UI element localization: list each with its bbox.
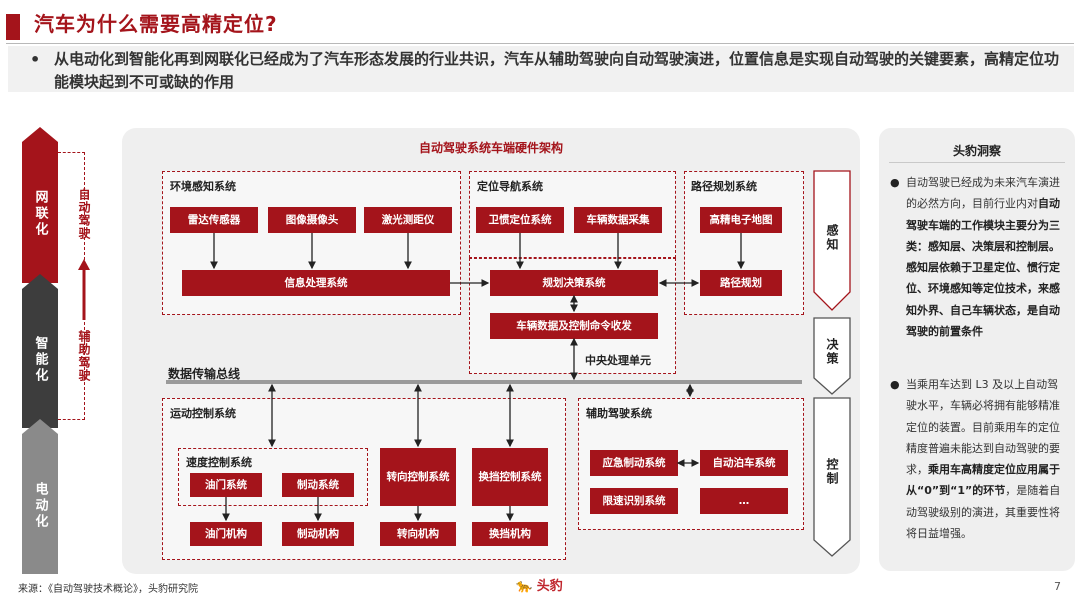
stage-dashed-bracket <box>58 152 85 420</box>
box-speed-limit: 限速识别系统 <box>590 488 678 514</box>
chevron-control <box>813 397 851 557</box>
box-throttle-mech: 油门机构 <box>190 522 262 546</box>
title-divider <box>6 43 1074 44</box>
insight-paragraph-1: ● 自动驾驶已经成为未来汽车演进的必然方向，目前行业内对自动驾驶车端的工作模块主… <box>890 172 1066 342</box>
box-vehicle-data: 车辆数据采集 <box>574 207 662 233</box>
layer-control: 控制 <box>825 458 839 486</box>
leopard-icon: 🐆 <box>516 579 533 594</box>
stage-arrow-electric <box>22 419 58 574</box>
box-throttle: 油门系统 <box>190 473 262 497</box>
box-path-planning: 路径规划 <box>700 270 782 296</box>
brand-logo: 🐆 头豹 <box>516 575 563 594</box>
brand-logo-text: 头豹 <box>536 579 563 594</box>
chevron-perception <box>813 170 851 311</box>
group-path-label: 路径规划系统 <box>691 180 757 193</box>
stage-networked: 网联化 <box>32 190 48 238</box>
stage-arrow-networked <box>22 127 58 283</box>
layer-decision: 决策 <box>825 338 839 366</box>
label-autonomous: 自动驾驶 <box>77 188 91 240</box>
box-brake: 制动系统 <box>282 473 354 497</box>
summary-text: 从电动化到智能化再到网联化已经成为了汽车形态发展的行业共识，汽车从辅助驾驶向自动… <box>54 50 1060 91</box>
box-camera: 图像摄像头 <box>268 207 356 233</box>
box-steer-mech: 转向机构 <box>380 522 456 546</box>
source-note: 来源：《自动驾驶技术概论》，头豹研究院 <box>18 584 198 595</box>
group-environment-label: 环境感知系统 <box>170 180 236 193</box>
box-auto-parking: 自动泊车系统 <box>700 450 788 476</box>
box-more: … <box>700 488 788 514</box>
insight-p1-text: 自动驾驶已经成为未来汽车演进的必然方向，目前行业内对 <box>906 176 1060 211</box>
box-brake-mech: 制动机构 <box>282 522 354 546</box>
insight-p1-bold: 自动驾驶车端的工作模块主要分为三类：感知层、决策层和控制层。感知层依赖于卫星定位… <box>906 197 1060 339</box>
bullet-dot: ● <box>890 378 900 391</box>
data-bus-label: 数据传输总线 <box>168 367 241 381</box>
stage-arrow-intelligent <box>22 274 58 428</box>
group-assist-label: 辅助驾驶系统 <box>586 407 652 420</box>
box-steer-control: 转向控制系统 <box>380 448 456 506</box>
bullet-dot: ● <box>890 176 900 189</box>
insight-paragraph-2: ● 当乘用车达到 L3 及以上自动驾驶水平，车辆必将拥有能够精准定位的装置。目前… <box>890 374 1066 544</box>
page-number: 7 <box>1054 580 1061 593</box>
layer-perception: 感知 <box>825 224 839 252</box>
insight-divider <box>889 162 1065 163</box>
box-hd-map: 高精电子地图 <box>700 207 782 233</box>
group-navigation-label: 定位导航系统 <box>477 180 543 193</box>
architecture-title: 自动驾驶系统车端硬件架构 <box>418 141 563 155</box>
box-info-processing: 信息处理系统 <box>182 270 450 296</box>
page-title: 汽车为什么需要高精定位? <box>34 12 278 36</box>
label-assisted: 辅助驾驶 <box>77 330 91 382</box>
summary-bullet: • <box>30 50 41 69</box>
chevron-decision <box>813 317 851 395</box>
box-decision: 规划决策系统 <box>490 270 658 296</box>
box-gnss-ins: 卫惯定位系统 <box>476 207 564 233</box>
stage-intelligent: 智能化 <box>32 336 48 384</box>
insight-title: 头豹洞察 <box>952 144 1001 158</box>
box-emergency-brake: 应急制动系统 <box>590 450 678 476</box>
box-gear-control: 换挡控制系统 <box>472 448 548 506</box>
insight-p2-bold: 乘用车高精度定位应用属于从“0”到“1”的环节 <box>906 463 1060 498</box>
stage-electric: 电动化 <box>32 482 48 530</box>
title-marker <box>6 14 20 40</box>
cpu-label: 中央处理单元 <box>585 354 651 367</box>
box-lidar: 激光测距仪 <box>364 207 452 233</box>
group-motion-label: 运动控制系统 <box>170 407 236 420</box>
insight-p2-text: 当乘用车达到 L3 及以上自动驾驶水平，车辆必将拥有能够精准定位的装置。目前乘用… <box>906 378 1060 477</box>
data-bus <box>166 380 802 384</box>
insight-panel <box>879 128 1075 571</box>
group-speed-label: 速度控制系统 <box>186 456 252 469</box>
insight-p2-tail: ，是随着自动驾驶级别的演进，其重要性将将日益增强。 <box>906 484 1061 541</box>
box-gear-mech: 换挡机构 <box>472 522 548 546</box>
box-radar: 雷达传感器 <box>170 207 258 233</box>
box-command: 车辆数据及控制命令收发 <box>490 313 658 339</box>
summary-box <box>8 46 1074 92</box>
